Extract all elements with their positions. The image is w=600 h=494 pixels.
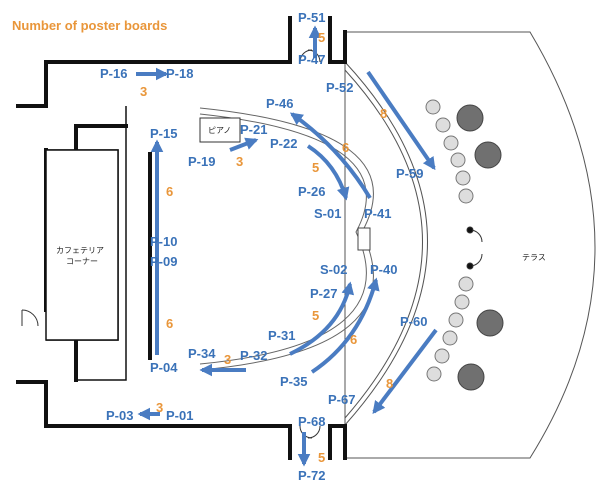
label-p35: P-35 bbox=[280, 374, 307, 389]
label-p21: P-21 bbox=[240, 122, 267, 137]
label-p72: P-72 bbox=[298, 468, 325, 483]
label-p04: P-04 bbox=[150, 360, 178, 375]
cafeteria-label-2: コーナー bbox=[66, 257, 98, 266]
outer-glass-wall bbox=[344, 61, 428, 426]
label-s02: S-02 bbox=[320, 262, 347, 277]
count-bottom-door: 5 bbox=[318, 450, 325, 465]
label-p47: P-47 bbox=[298, 52, 325, 67]
piano-label: ピアノ bbox=[208, 126, 231, 135]
label-p26: P-26 bbox=[298, 184, 325, 199]
label-p19: P-19 bbox=[188, 154, 215, 169]
label-p51: P-51 bbox=[298, 10, 325, 25]
piano-box bbox=[199, 117, 241, 143]
poster-arrows bbox=[136, 25, 438, 467]
terrace-tables bbox=[456, 104, 504, 391]
count-stage-lower: 8 bbox=[386, 376, 393, 391]
label-p31: P-31 bbox=[268, 328, 295, 343]
board-counts: 5 3 8 3 6 5 6 6 5 6 3 8 3 5 bbox=[140, 30, 393, 465]
label-p32: P-32 bbox=[240, 348, 267, 363]
cafeteria-area bbox=[46, 150, 118, 340]
label-p15: P-15 bbox=[150, 126, 177, 141]
count-left-bottom: 3 bbox=[156, 400, 163, 415]
arrow-p60-p67 bbox=[372, 328, 438, 415]
count-arc-lower-right: 6 bbox=[350, 332, 357, 347]
label-p40: P-40 bbox=[370, 262, 397, 277]
arrow-p35-p40 bbox=[310, 277, 380, 374]
count-top-door: 5 bbox=[318, 30, 325, 45]
count-left-lower: 6 bbox=[166, 316, 173, 331]
terrace-furniture bbox=[425, 99, 474, 382]
label-p09: P-09 bbox=[150, 254, 177, 269]
arrow-p52-p59 bbox=[366, 70, 436, 171]
count-left-top: 3 bbox=[140, 84, 147, 99]
label-s01: S-01 bbox=[314, 206, 341, 221]
label-p10: P-10 bbox=[150, 234, 177, 249]
arrow-p27-s02 bbox=[289, 281, 355, 356]
label-p18: P-18 bbox=[166, 66, 193, 81]
count-arc-lower-left: 5 bbox=[312, 308, 319, 323]
label-p68: P-68 bbox=[298, 414, 325, 429]
poster-labels: P-51 P-47 P-16 P-18 P-52 P-46 P-15 P-21 … bbox=[100, 10, 427, 483]
label-p27: P-27 bbox=[310, 286, 337, 301]
label-p41: P-41 bbox=[364, 206, 391, 221]
count-arc-upper-right: 6 bbox=[342, 140, 349, 155]
terrace-door bbox=[466, 226, 483, 270]
label-p34: P-34 bbox=[188, 346, 216, 361]
label-p01: P-01 bbox=[166, 408, 193, 423]
center-pillar bbox=[357, 227, 371, 251]
label-p67: P-67 bbox=[328, 392, 355, 407]
label-p60: P-60 bbox=[400, 314, 427, 329]
label-p16: P-16 bbox=[100, 66, 127, 81]
terrace-label: テラス bbox=[522, 253, 546, 262]
count-stage-upper: 8 bbox=[380, 106, 387, 121]
inner-stage-wall-2 bbox=[199, 113, 367, 365]
diagram-title: Number of poster boards bbox=[12, 18, 167, 33]
side-door bbox=[21, 309, 39, 327]
arrow-p22-p26 bbox=[306, 144, 350, 201]
terrace-outline bbox=[344, 31, 596, 459]
label-p59: P-59 bbox=[396, 166, 423, 181]
count-arc-upper-left: 5 bbox=[312, 160, 319, 175]
count-piano: 3 bbox=[236, 154, 243, 169]
label-p03: P-03 bbox=[106, 408, 133, 423]
cafeteria-border bbox=[45, 149, 119, 341]
label-p22: P-22 bbox=[270, 136, 297, 151]
outer-glass-wall-inner bbox=[344, 69, 423, 419]
cafeteria-label-1: カフェテリア bbox=[56, 246, 104, 255]
label-p52: P-52 bbox=[326, 80, 353, 95]
arrow-p19-p21 bbox=[229, 137, 259, 152]
label-p46: P-46 bbox=[266, 96, 293, 111]
count-p34-p32: 3 bbox=[224, 352, 231, 367]
count-left-upper: 6 bbox=[166, 184, 173, 199]
arrow-p41-p46 bbox=[289, 112, 372, 200]
